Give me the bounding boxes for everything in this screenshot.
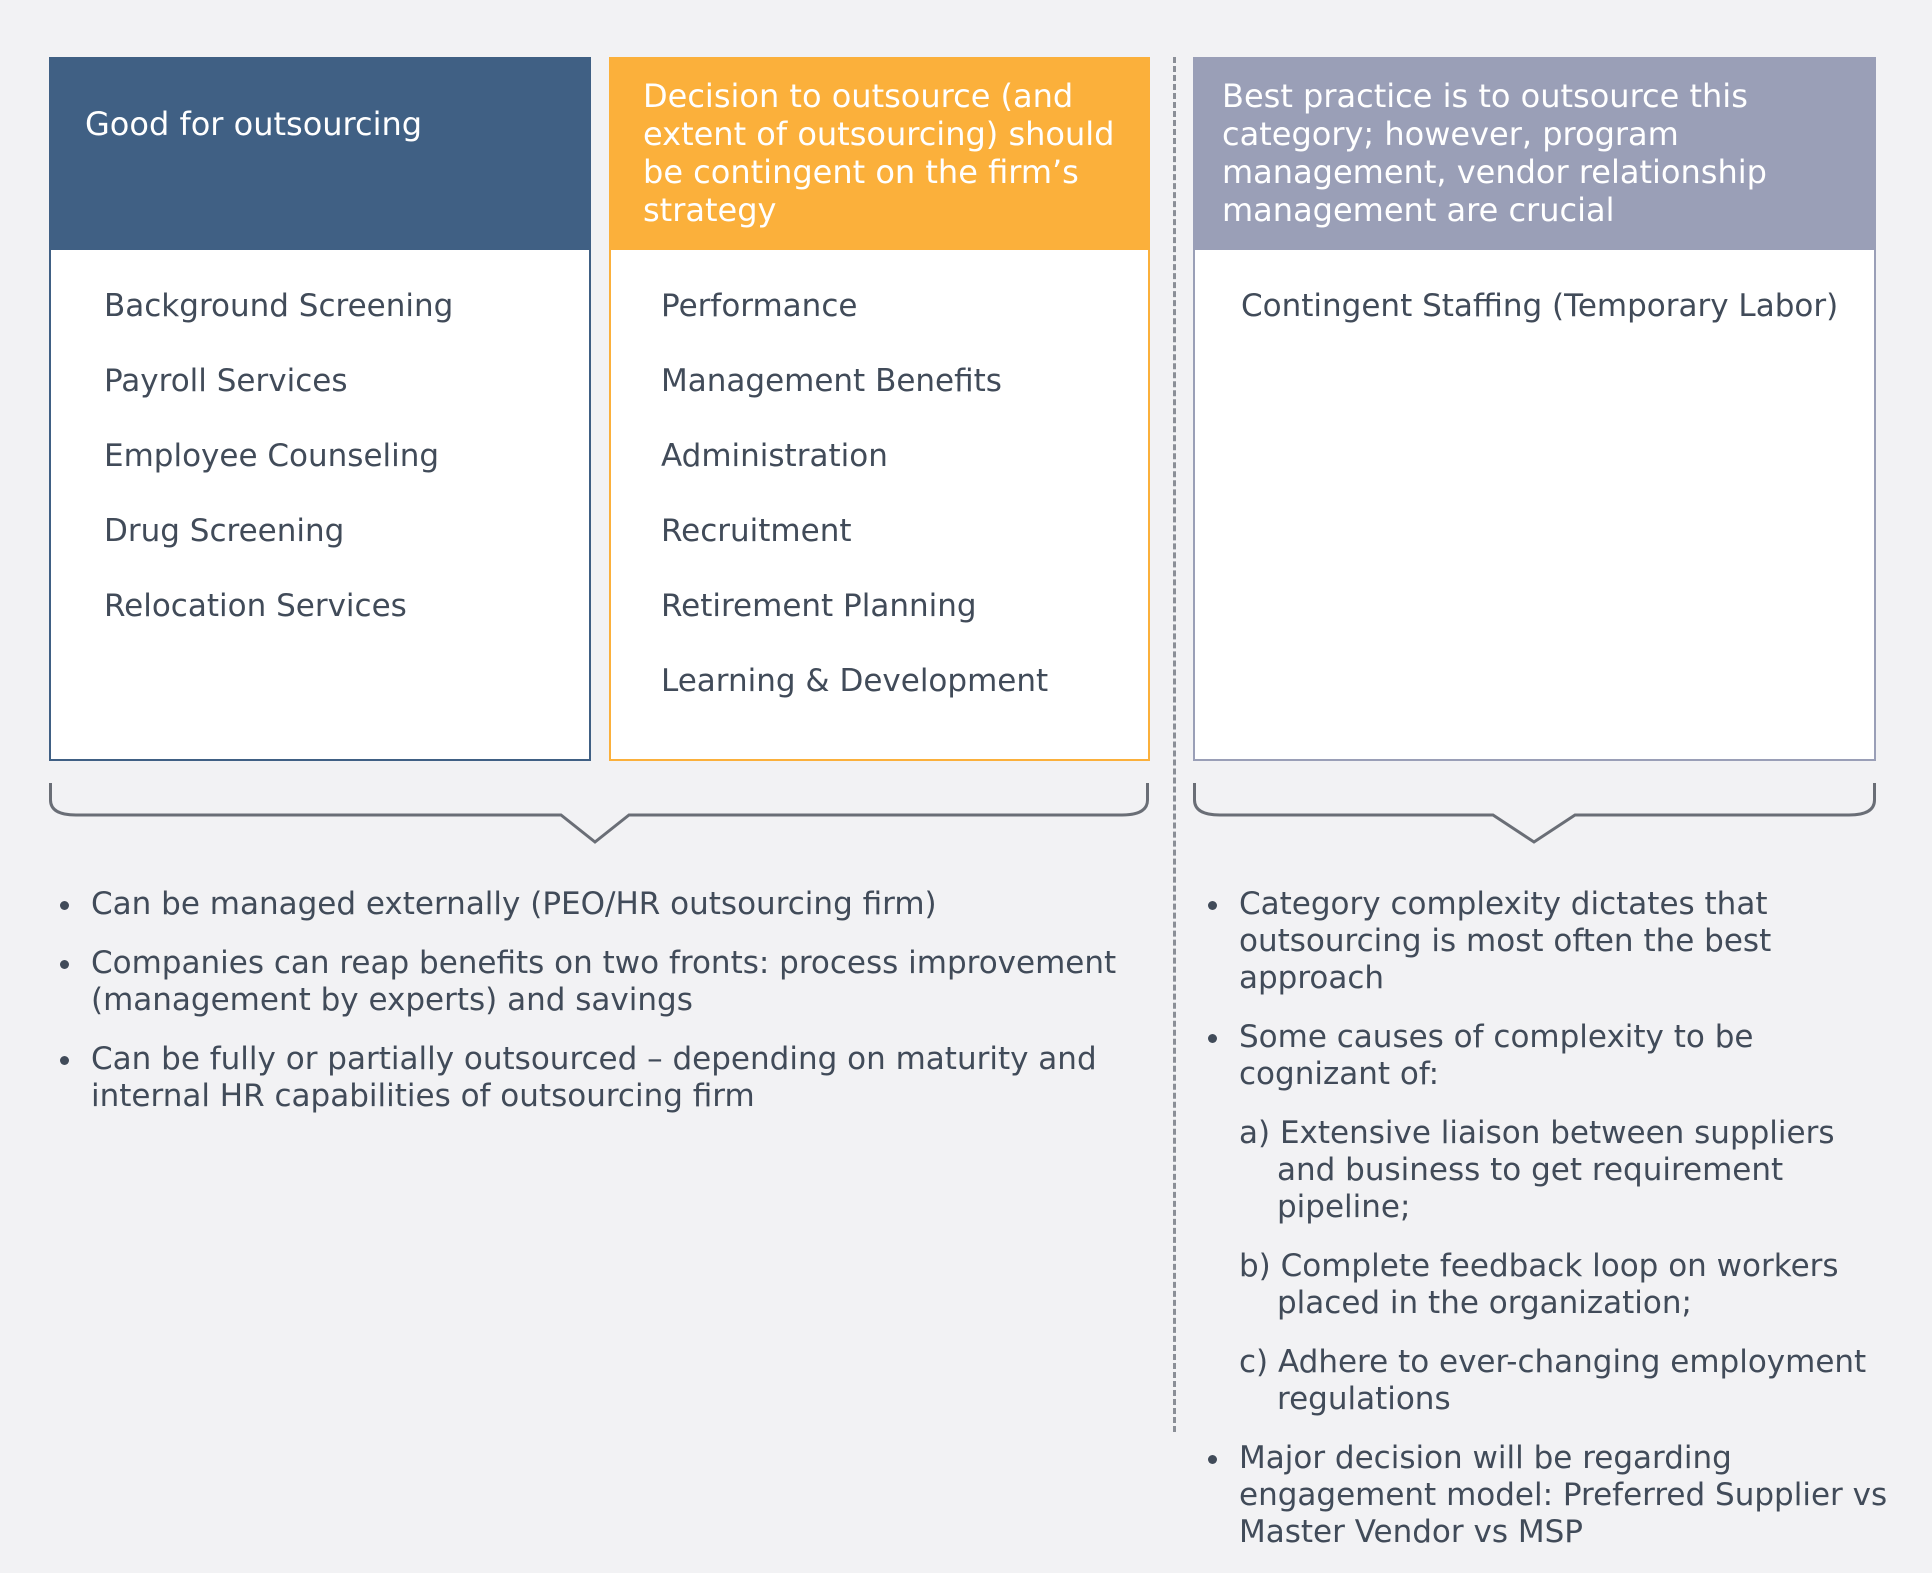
- right-notes: Category complexity dictates that outsou…: [1197, 886, 1897, 1573]
- right-brace: [1193, 783, 1876, 844]
- service-item: Background Screening: [104, 288, 454, 324]
- service-item: Retirement Planning: [661, 588, 977, 624]
- note-bullet: Some causes of complexity to be cognizan…: [1197, 1019, 1897, 1093]
- note-sub-item: a) Extensive liaison between suppliers a…: [1197, 1115, 1897, 1226]
- dashed-divider: [1173, 57, 1176, 1432]
- service-item: Payroll Services: [104, 363, 348, 399]
- note-bullet: Companies can reap benefits on two front…: [49, 945, 1149, 1019]
- service-item: Performance: [661, 288, 858, 324]
- card-header: Decision to outsource (and extent of out…: [611, 59, 1148, 250]
- service-item: Learning & Development: [661, 663, 1049, 699]
- service-item: Employee Counseling: [104, 438, 440, 474]
- card-header: Good for outsourcing: [51, 59, 589, 250]
- best-practice-card: Best practice is to outsource this categ…: [1193, 57, 1876, 761]
- sub-item-text: b) Complete feedback loop on workers pla…: [1239, 1248, 1839, 1321]
- strategy-contingent-card: Decision to outsource (and extent of out…: [609, 57, 1150, 761]
- card-header: Best practice is to outsource this categ…: [1195, 59, 1874, 250]
- service-item: Management Benefits: [661, 363, 1002, 399]
- note-sub-item: b) Complete feedback loop on workers pla…: [1197, 1248, 1897, 1322]
- service-list: Performance Management Benefits Administ…: [611, 250, 1148, 700]
- left-notes: Can be managed externally (PEO/HR outsou…: [49, 886, 1149, 1137]
- note-bullet: Category complexity dictates that outsou…: [1197, 886, 1897, 997]
- service-list: Contingent Staffing (Temporary Labor): [1195, 250, 1874, 325]
- good-for-outsourcing-card: Good for outsourcing Background Screenin…: [49, 57, 591, 761]
- service-list: Background Screening Payroll Services Em…: [51, 250, 589, 625]
- service-item: Drug Screening: [104, 513, 345, 549]
- service-item: Contingent Staffing (Temporary Labor): [1241, 288, 1839, 324]
- note-bullet: Can be fully or partially outsourced – d…: [49, 1041, 1149, 1115]
- service-item: Administration: [661, 438, 888, 474]
- left-brace: [49, 783, 1149, 844]
- note-bullet: Major decision will be regarding engagem…: [1197, 1440, 1897, 1551]
- service-item: Recruitment: [661, 513, 852, 549]
- service-item: Relocation Services: [104, 588, 407, 624]
- note-bullet: Can be managed externally (PEO/HR outsou…: [49, 886, 1149, 923]
- sub-item-text: a) Extensive liaison between suppliers a…: [1239, 1115, 1835, 1225]
- note-sub-item: c) Adhere to ever-changing employment re…: [1197, 1344, 1897, 1418]
- sub-item-text: c) Adhere to ever-changing employment re…: [1239, 1344, 1867, 1417]
